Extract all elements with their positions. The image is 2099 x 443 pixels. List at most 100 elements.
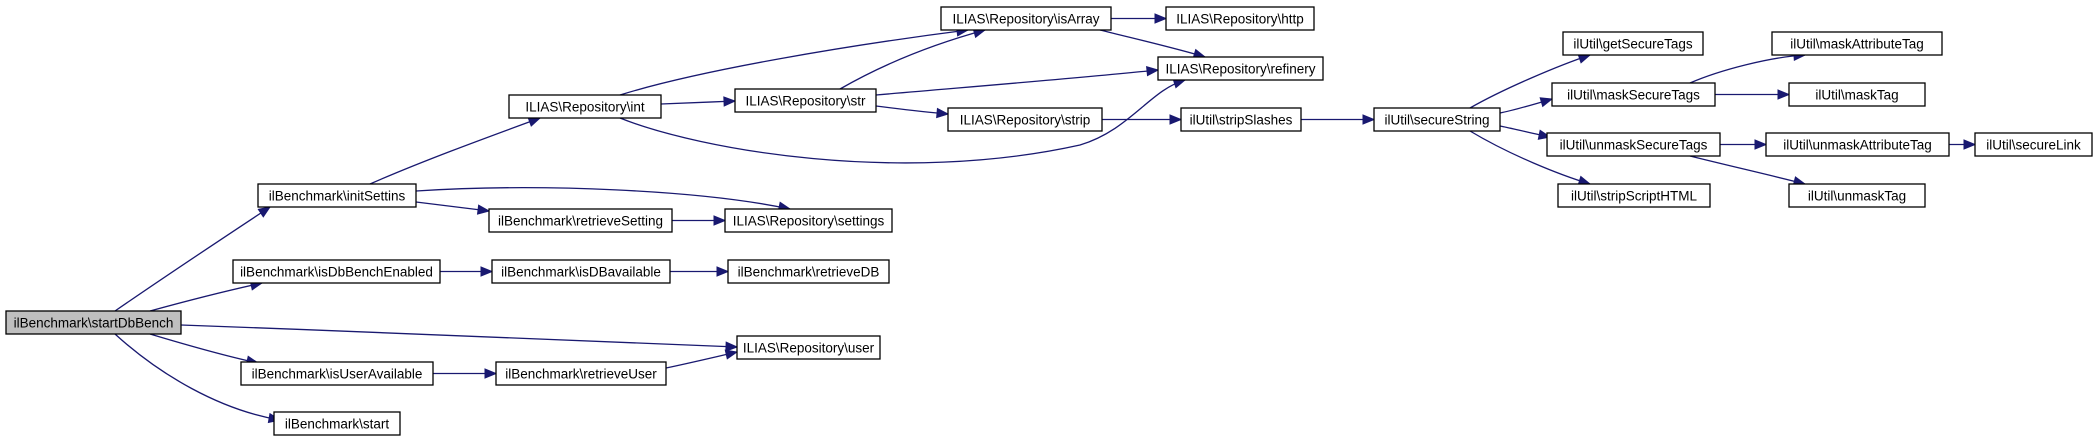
node-box[interactable] [1180,107,1302,132]
edge-initSettins-to-repoInt [369,117,542,185]
node-box[interactable] [1562,31,1704,56]
node-repoSettings[interactable]: ILIAS\Repository\settings [724,208,893,233]
node-repoInt[interactable]: ILIAS\Repository\int [508,94,662,119]
edge-line [839,29,986,90]
edge-line [619,79,1186,164]
node-retrieveDB[interactable]: ilBenchmark\retrieveDB [727,259,890,284]
node-retrieveUser[interactable]: ilBenchmark\retrieveUser [495,361,667,386]
node-label: ILIAS\Repository\strip [960,113,1091,128]
edge-startDbBench-to-isDbBenchEnabled [149,280,264,312]
node-initSettins[interactable]: ilBenchmark\initSettins [257,183,417,208]
node-label: ilBenchmark\retrieveSetting [498,214,663,229]
node-label: ILIAS\Repository\int [525,100,645,115]
node-box[interactable] [724,208,893,233]
edge-maskSecureTags-to-maskTag [1715,89,1791,100]
edge-arrowhead [1539,97,1554,108]
node-label: ilUtil\maskAttributeTag [1790,37,1924,52]
node-box[interactable] [1551,82,1716,107]
node-label: ilBenchmark\isUserAvailable [252,367,423,382]
edge-arrowhead [1777,89,1791,100]
node-box[interactable] [1546,132,1721,157]
node-unmaskAttributeTag[interactable]: ilUtil\unmaskAttributeTag [1765,132,1950,157]
node-label: ILIAS\Repository\http [1176,12,1304,27]
node-box[interactable] [273,411,401,436]
node-stripSlashes[interactable]: ilUtil\stripSlashes [1180,107,1302,132]
node-box[interactable] [1974,132,2093,157]
node-box[interactable] [1165,6,1315,31]
node-isDBavailable[interactable]: ilBenchmark\isDBavailable [491,259,671,284]
node-retrieveSetting[interactable]: ilBenchmark\retrieveSetting [488,208,673,233]
node-box[interactable] [240,361,434,386]
node-box[interactable] [1771,31,1943,56]
node-box[interactable] [508,94,662,119]
node-stripScriptHTML[interactable]: ilUtil\stripScriptHTML [1557,183,1711,208]
node-box[interactable] [1373,107,1501,132]
node-label: ilBenchmark\isDbBenchEnabled [240,265,433,280]
edge-repoIsArray-to-repoRefinery [1099,29,1207,59]
edge-repoInt-to-repoIsArray [619,26,970,96]
edge-arrowhead [1154,13,1168,24]
node-box[interactable] [257,183,417,208]
node-maskSecureTags[interactable]: ilUtil\maskSecureTags [1551,82,1716,107]
edges-layer [114,13,1977,424]
node-label: ILIAS\Repository\refinery [1165,62,1315,77]
node-box[interactable] [232,259,441,284]
node-box[interactable] [947,107,1103,132]
node-isDbBenchEnabled[interactable]: ilBenchmark\isDbBenchEnabled [232,259,441,284]
edge-retrieveSetting-to-repoSettings [672,215,727,226]
edge-stripSlashes-to-secureString [1301,114,1376,125]
node-label: ilUtil\unmaskTag [1808,189,1906,204]
node-isUserAvailable[interactable]: ilBenchmark\isUserAvailable [240,361,434,386]
node-box[interactable] [727,259,890,284]
node-startDbBench[interactable]: ilBenchmark\startDbBench [5,310,182,335]
node-getSecureTags[interactable]: ilUtil\getSecureTags [1562,31,1704,56]
node-box[interactable] [5,310,182,335]
node-box[interactable] [1557,183,1711,208]
node-secureLink[interactable]: ilUtil\secureLink [1974,132,2093,157]
edge-startDbBench-to-initSettins [114,206,272,312]
edge-line [1689,54,1806,84]
node-unmaskSecureTags[interactable]: ilUtil\unmaskSecureTags [1546,132,1721,157]
node-repoIsArray[interactable]: ILIAS\Repository\isArray [940,6,1112,31]
node-label: ilUtil\getSecureTags [1573,37,1693,52]
node-box[interactable] [495,361,667,386]
node-maskTag[interactable]: ilUtil\maskTag [1788,82,1926,107]
node-box[interactable] [734,88,877,113]
edge-line [114,206,271,312]
node-repoHttp[interactable]: ILIAS\Repository\http [1165,6,1315,31]
node-box[interactable] [1788,82,1926,107]
node-repoRefinery[interactable]: ILIAS\Repository\refinery [1157,56,1324,81]
node-label: ilBenchmark\initSettins [269,189,406,204]
node-unmaskTag[interactable]: ilUtil\unmaskTag [1788,183,1926,208]
node-box[interactable] [491,259,671,284]
node-repoUser[interactable]: ILIAS\Repository\user [736,335,881,360]
edge-isDBavailable-to-retrieveDB [670,266,730,277]
node-start[interactable]: ilBenchmark\start [273,411,401,436]
edge-arrowhead [484,368,498,379]
node-box[interactable] [1157,56,1324,81]
node-label: ilUtil\unmaskSecureTags [1560,138,1708,153]
edge-repoStr-to-repoStrip [875,105,950,119]
edge-initSettins-to-retrieveSetting [415,201,491,215]
node-maskAttributeTag[interactable]: ilUtil\maskAttributeTag [1771,31,1943,56]
edge-unmaskAttributeTag-to-secureLink [1949,139,1977,150]
edge-secureString-to-unmaskSecureTags [1499,125,1552,140]
node-label: ilUtil\stripSlashes [1190,113,1293,128]
edge-arrowhead [1963,139,1977,150]
node-box[interactable] [940,6,1112,31]
node-box[interactable] [736,335,881,360]
edge-arrowhead [1754,139,1768,150]
edge-secureString-to-maskSecureTags [1499,97,1554,114]
node-repoStrip[interactable]: ILIAS\Repository\strip [947,107,1103,132]
node-box[interactable] [488,208,673,233]
edge-arrowhead [725,341,739,352]
node-label: ilBenchmark\startDbBench [14,316,174,331]
edge-secureString-to-stripScriptHTML [1469,130,1592,186]
node-secureString[interactable]: ilUtil\secureString [1373,107,1501,132]
edge-repoStr-to-repoIsArray [839,28,987,90]
node-repoStr[interactable]: ILIAS\Repository\str [734,88,877,113]
node-box[interactable] [1765,132,1950,157]
node-label: ilUtil\maskSecureTags [1567,88,1700,103]
node-box[interactable] [1788,183,1926,208]
node-label: ILIAS\Repository\isArray [952,12,1099,27]
